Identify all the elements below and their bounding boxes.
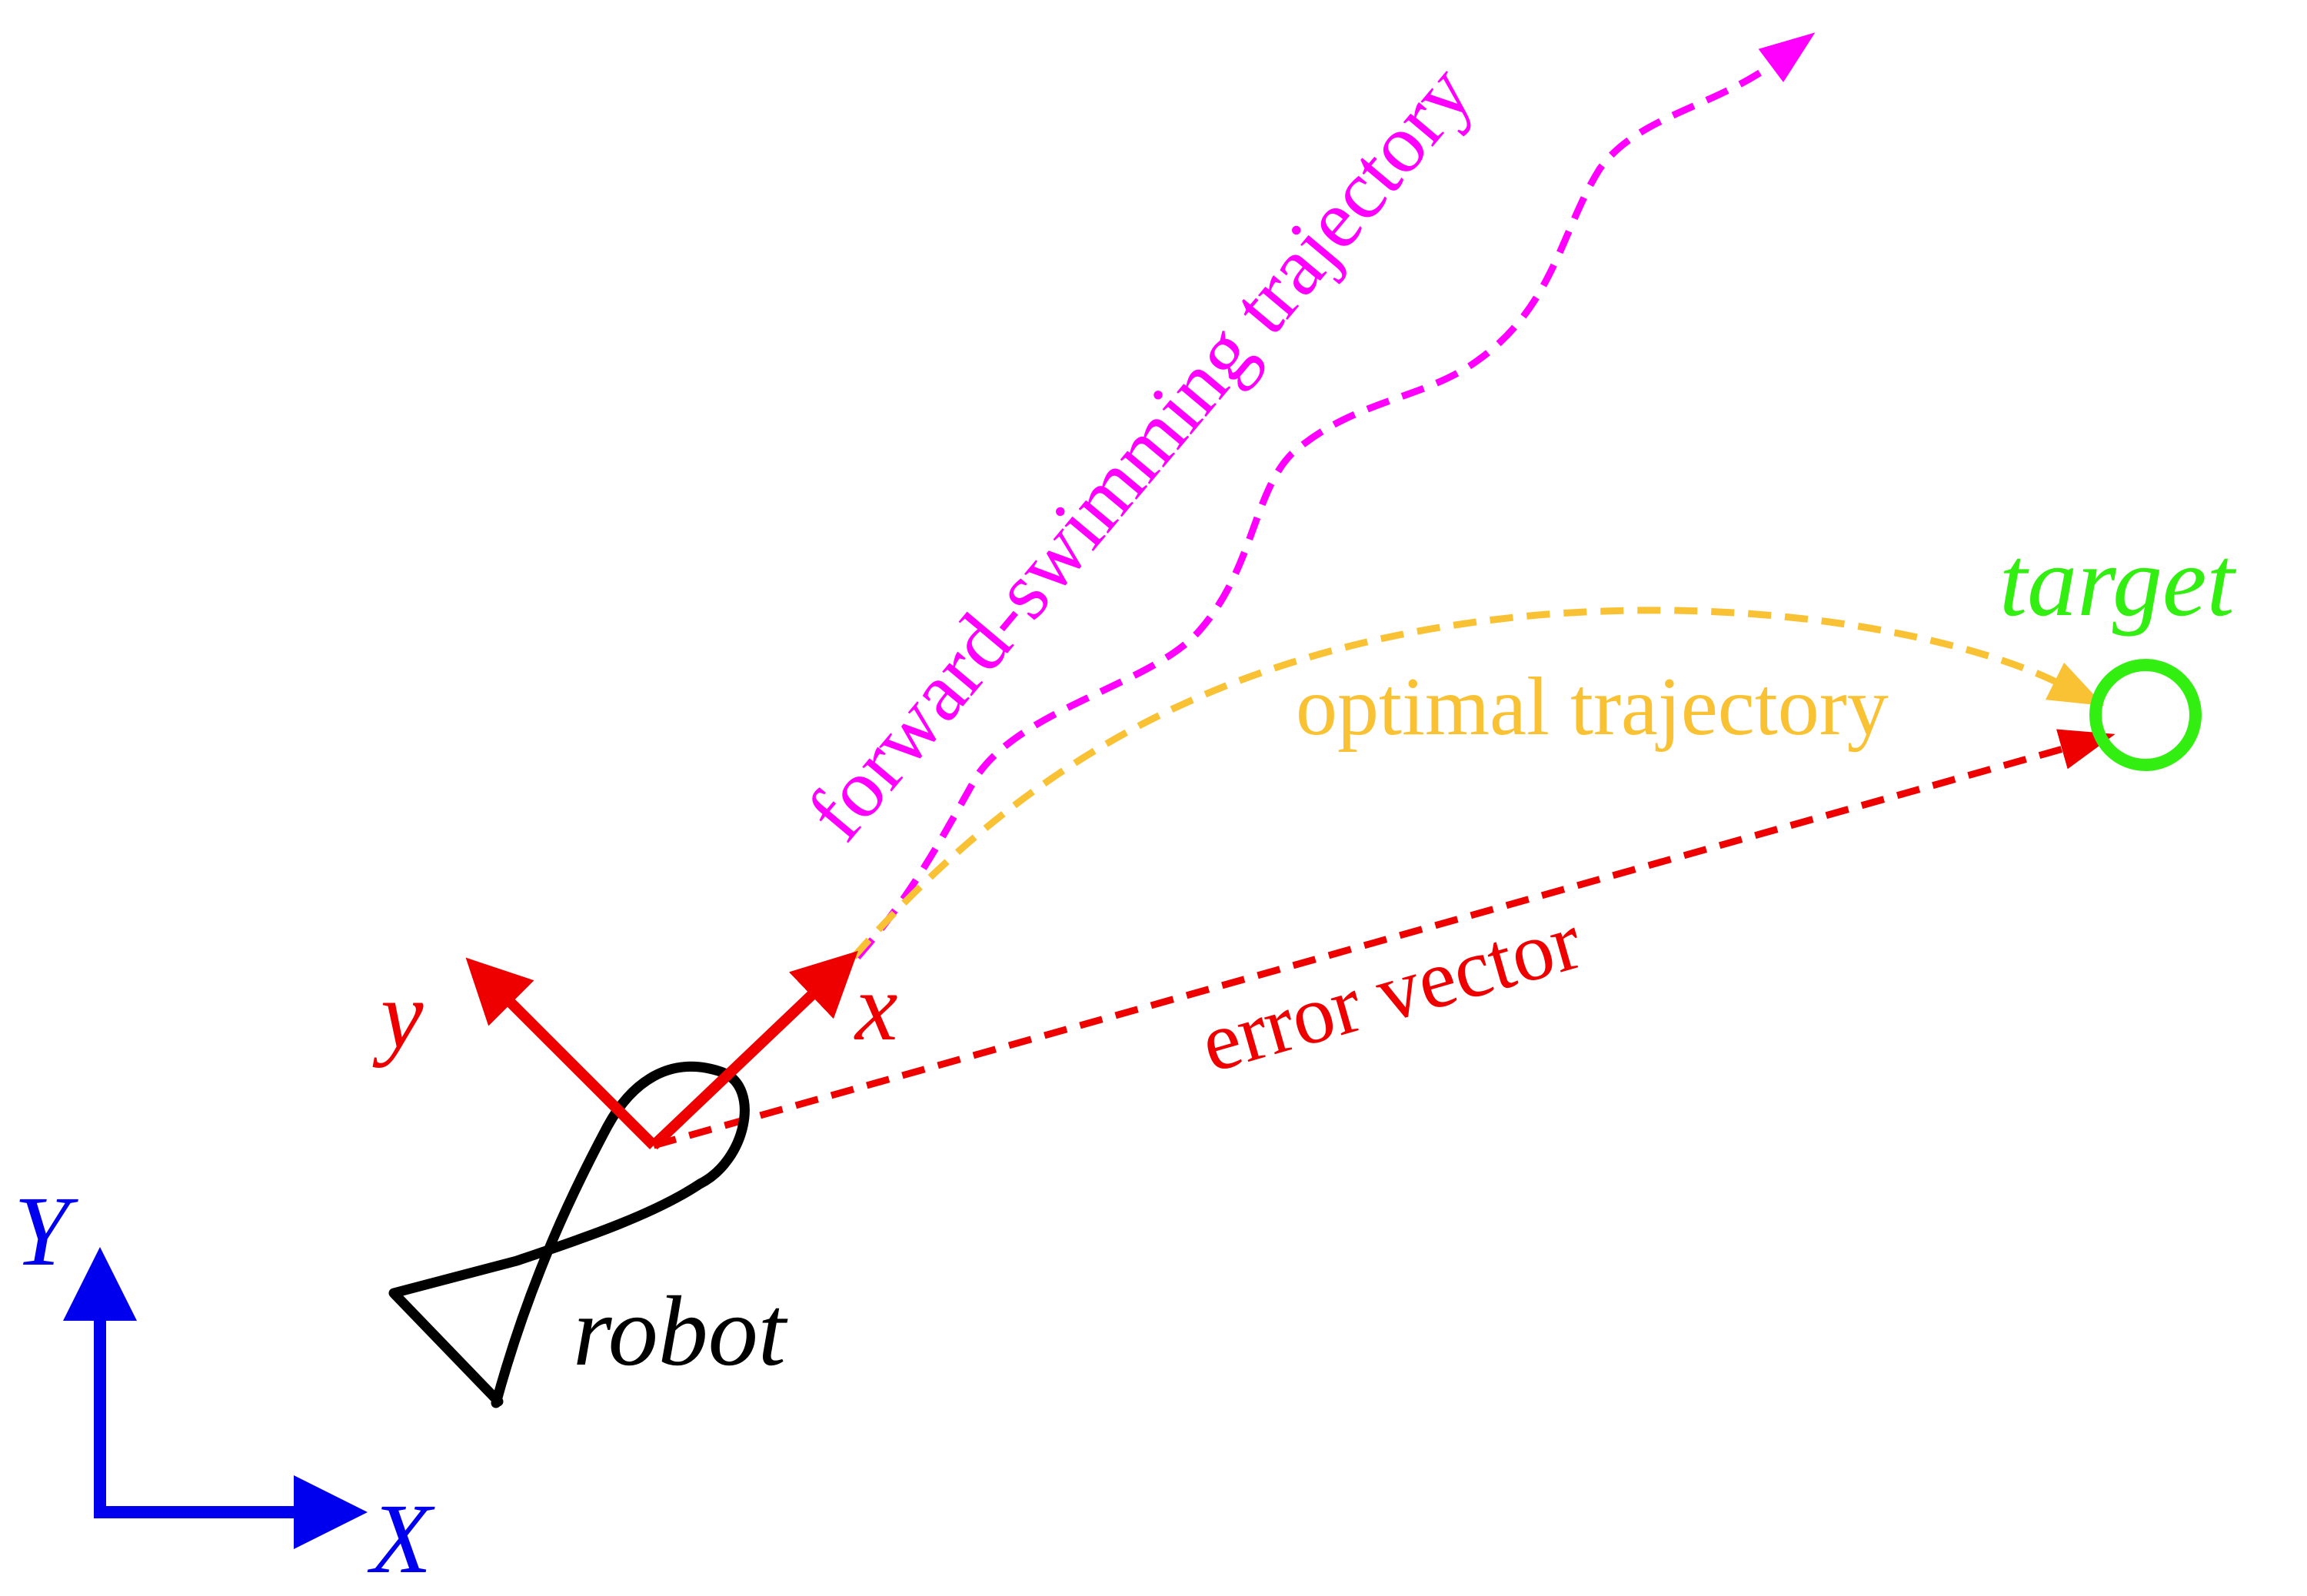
target-label: target [1999, 527, 2237, 637]
robot-frame: x y [372, 950, 897, 1150]
error-vector-label: error vector [1191, 895, 1591, 1090]
forward-trajectory-path [854, 32, 1816, 959]
global-x-label: X [367, 1484, 435, 1594]
error-vector-line [652, 729, 2116, 1149]
robot-x-label: x [854, 955, 897, 1061]
robot-x-axis [650, 950, 858, 1150]
target-marker [2089, 659, 2202, 771]
robot-label: robot [573, 1276, 788, 1387]
target-circle-icon [2089, 659, 2202, 771]
global-y-label: Y [14, 1176, 78, 1287]
global-frame: Y X [14, 1176, 435, 1594]
optimal-trajectory-label: optimal trajectory [1296, 661, 1889, 753]
optimal-trajectory-path [851, 607, 2105, 959]
robot-y-axis [465, 957, 657, 1149]
robot-y-label: y [372, 963, 424, 1069]
